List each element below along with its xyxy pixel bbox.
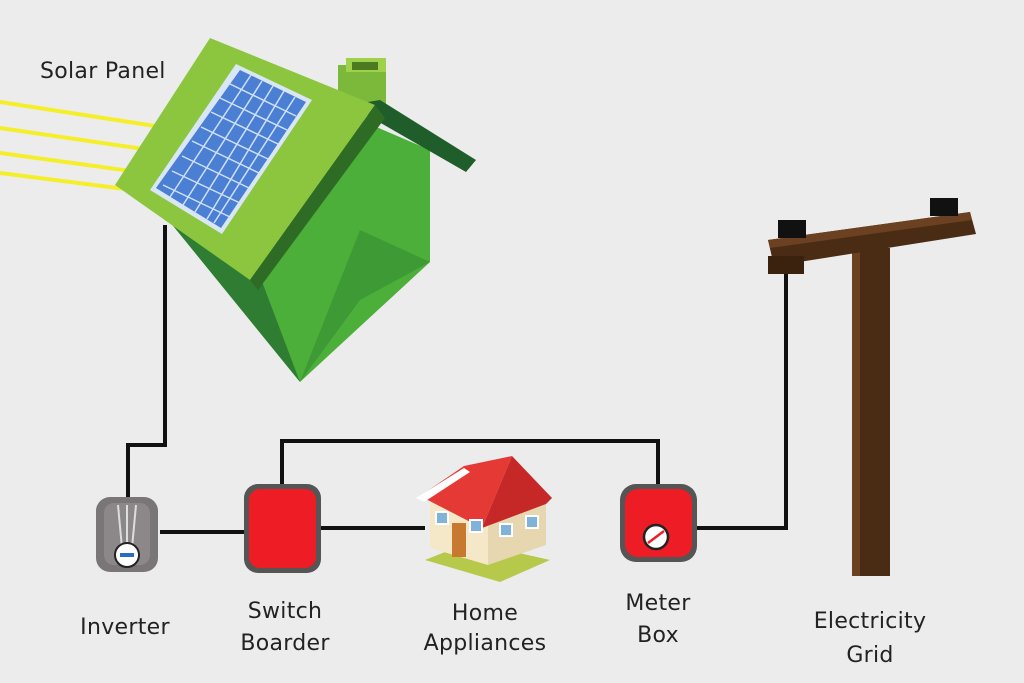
solar-house-icon <box>115 38 476 382</box>
wiring <box>126 225 788 534</box>
label-switch-board-line1: Switch <box>247 599 323 624</box>
utility-pole-icon <box>768 198 976 576</box>
inverter-icon <box>96 497 158 572</box>
label-home-line1: Home <box>451 601 519 626</box>
wire-switchboard-to-meter <box>280 439 660 488</box>
label-meter-line1: Meter <box>625 591 691 616</box>
label-grid-line1: Electricity <box>813 609 927 634</box>
solar-panel-cells <box>156 70 306 228</box>
label-inverter: Inverter <box>80 615 170 640</box>
meter-box-icon <box>620 484 697 562</box>
wire-panel-to-inverter <box>126 225 167 500</box>
label-grid-line2: Grid <box>846 643 894 668</box>
wire-meter-to-grid <box>692 270 788 530</box>
label-switch-board-line2: Boarder <box>240 631 330 656</box>
switch-board-icon <box>244 484 321 573</box>
home-icon <box>416 456 552 582</box>
label-home-line2: Appliances <box>423 631 547 656</box>
label-meter-line2: Box <box>637 623 679 648</box>
label-solar-panel: Solar Panel <box>40 59 166 84</box>
